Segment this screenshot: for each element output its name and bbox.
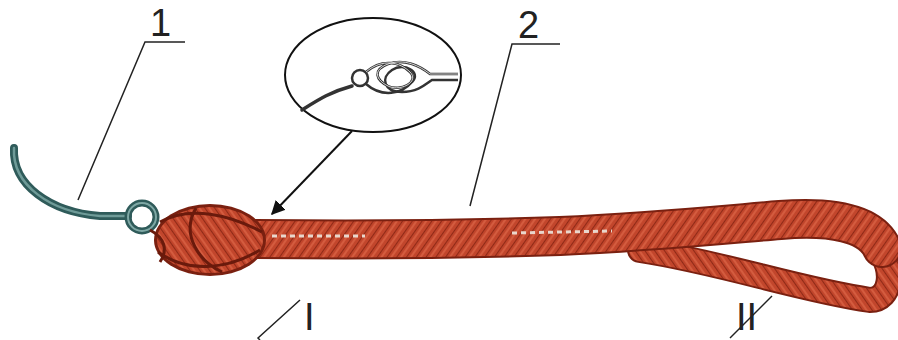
cord-loop xyxy=(640,250,889,300)
part-label: I xyxy=(304,298,315,336)
callout-number: 2 xyxy=(518,6,539,44)
hook xyxy=(14,148,156,231)
stitching xyxy=(272,231,612,236)
knot-detail-inset xyxy=(285,18,461,132)
callout-number: 1 xyxy=(150,4,171,42)
part-label: II xyxy=(736,298,757,336)
leader-lines xyxy=(78,42,772,340)
knot xyxy=(150,204,266,276)
inset-arrow xyxy=(272,131,352,214)
cord xyxy=(180,219,882,248)
